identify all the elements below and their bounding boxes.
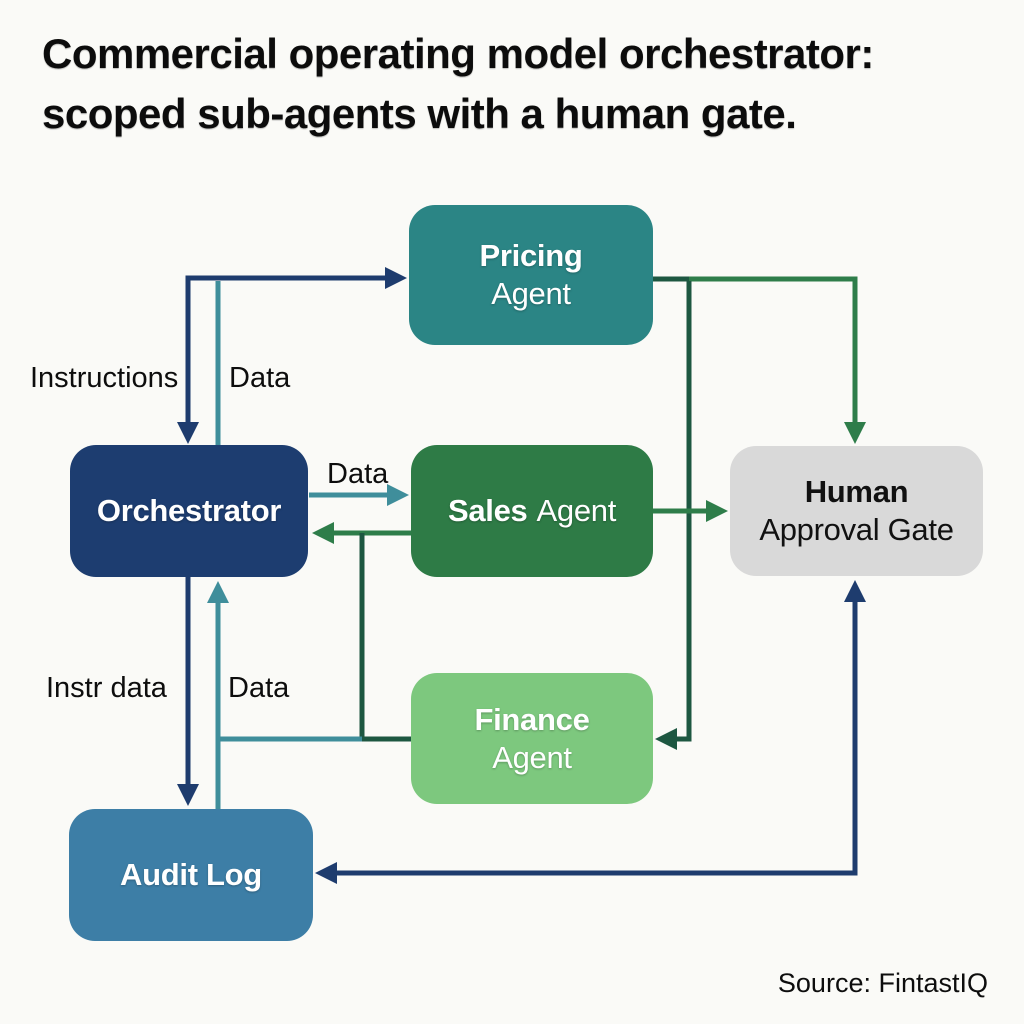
edge-label-data-mid: Data — [327, 458, 389, 490]
edge-pricing-finance — [655, 281, 692, 750]
node-audit-log: Audit Log — [69, 809, 313, 941]
node-finance-agent-subtitle: Agent — [492, 739, 572, 775]
node-sales-agent-title: Sales — [447, 493, 528, 528]
edge-sales-orchestrator — [312, 522, 411, 544]
node-orchestrator: Orchestrator — [70, 445, 308, 577]
node-finance-agent: Finance Agent — [411, 673, 653, 804]
node-pricing-agent-title: Pricing — [479, 238, 583, 273]
edge-human-audit — [315, 580, 866, 884]
node-pricing-agent-subtitle: Agent — [491, 276, 571, 311]
node-sales-agent-subtitle: Agent — [536, 493, 617, 528]
node-human-approval-gate-subtitle: Approval Gate — [759, 512, 954, 547]
edge-label-instructions: Instructions — [30, 362, 179, 394]
diagram-title: Commercial operating model orchestrator:… — [42, 24, 992, 144]
title-line-1: Commercial operating model orchestrator: — [42, 30, 874, 77]
edge-label-instr-data: Instr data — [46, 672, 167, 704]
title-line-2: scoped sub-agents with a human gate. — [42, 90, 797, 137]
edge-orchestrator-sales — [309, 484, 409, 506]
source-credit: Source: FintastIQ — [777, 968, 988, 998]
edge-pricing-human — [653, 276, 866, 444]
node-audit-log-title: Audit Log — [120, 857, 262, 892]
edge-instructions-pricing — [177, 267, 407, 444]
node-sales-agent: Sales Agent — [411, 445, 653, 577]
node-pricing-agent: Pricing Agent — [409, 205, 653, 345]
node-human-approval-gate-title: Human — [804, 474, 909, 509]
edge-sales-human — [653, 500, 728, 522]
node-orchestrator-title: Orchestrator — [96, 493, 282, 528]
edge-label-data-top: Data — [229, 362, 291, 394]
edge-label-data-low: Data — [228, 672, 290, 704]
edge-orchestrator-audit — [177, 577, 199, 806]
edge-data-riser — [207, 581, 229, 809]
node-human-approval-gate: Human Approval Gate — [730, 446, 983, 576]
node-finance-agent-title: Finance — [474, 701, 590, 737]
